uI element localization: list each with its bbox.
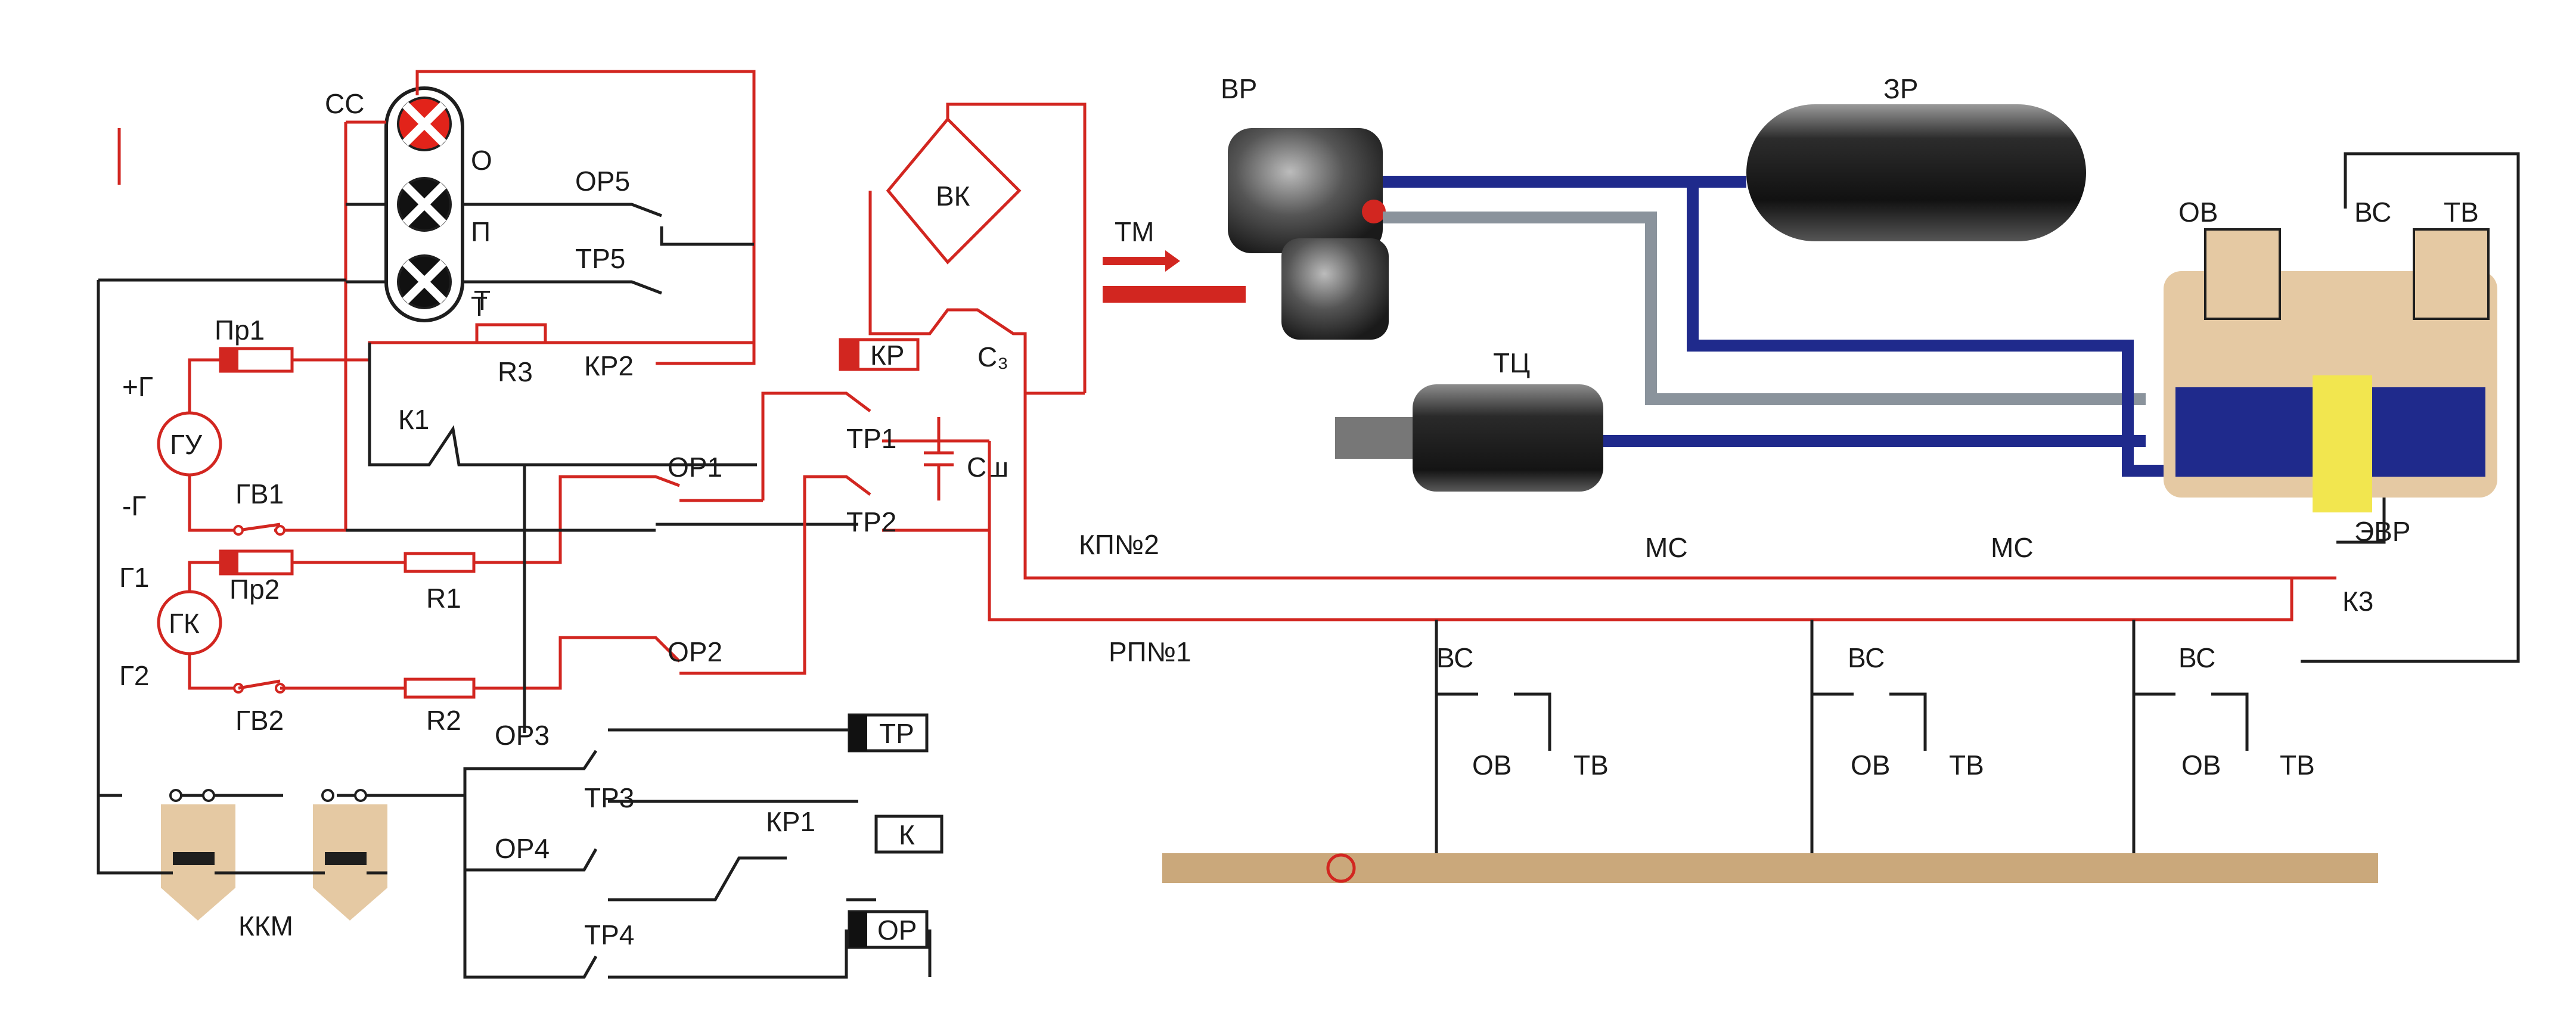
label-vs-2: ВС	[1848, 642, 1885, 673]
label-plus-g: +Г	[122, 371, 153, 402]
label-ms-2: МС	[1991, 532, 2034, 563]
resistor-r1	[404, 552, 476, 573]
lamp-label-t: Т	[471, 291, 488, 322]
label-vk: ВК	[936, 181, 970, 212]
label-k1: К1	[398, 404, 429, 435]
label-minus-g: -Г	[122, 490, 146, 521]
label-or3: ОР3	[495, 720, 550, 751]
ground-symbol-icon	[1326, 853, 1356, 883]
label-tv-2: ТВ	[1949, 750, 1984, 781]
label-ov-2: ОВ	[1851, 750, 1890, 781]
label-ms-1: МС	[1645, 532, 1688, 563]
label-tr5: ТР5	[575, 243, 625, 274]
control-section: ОР3 ТР3 ОР4 ТР4 КР1 ТР К ОР ККМ	[98, 713, 944, 979]
label-or5: ОР5	[575, 166, 630, 197]
air-distributor-vr: ВР	[1221, 73, 1389, 340]
label-pr1: Пр1	[215, 315, 265, 346]
label-tm: ТМ	[1115, 216, 1154, 247]
label-tv-3: ТВ	[2280, 750, 2315, 781]
rail	[1162, 853, 2378, 883]
label-tc: ТЦ	[1493, 347, 1530, 378]
label-tr3: ТР3	[584, 782, 634, 813]
label-or1: ОР1	[668, 452, 722, 483]
label-kr2: КР2	[584, 350, 634, 381]
car-valve-1: ВС ОВ ТВ	[1435, 620, 1609, 864]
label-or2: ОР2	[668, 636, 722, 667]
train-lines: КП№2 РП№1 МС МС К3	[988, 152, 2520, 667]
signal-lamp-o	[397, 97, 452, 151]
label-ov-3: ОВ	[2181, 750, 2221, 781]
label-rp1: РП№1	[1109, 636, 1191, 667]
signal-lamp-p	[397, 177, 452, 232]
car-valve-2: ВС ОВ ТВ	[1810, 620, 1984, 864]
label-gk: ГК	[169, 608, 200, 639]
resistor-r3	[475, 323, 547, 344]
label-relay-tr: ТР	[879, 718, 914, 749]
relay-k	[874, 815, 944, 854]
label-t: Т	[474, 285, 491, 316]
label-zr: ЗР	[1883, 73, 1918, 104]
label-evr: ЭВР	[2354, 516, 2410, 547]
label-kr: КР	[870, 340, 904, 371]
label-r1: R1	[426, 583, 461, 614]
signal-unit: СС О П Т	[325, 86, 492, 322]
signal-label: СС	[325, 88, 364, 119]
kkm-switch: ККМ	[122, 789, 387, 941]
lamp-label-o: О	[471, 145, 492, 176]
label-tr4: ТР4	[584, 919, 634, 950]
label-gv2: ГВ2	[235, 705, 284, 736]
label-vs-3: ВС	[2178, 642, 2215, 673]
label-pr2: Пр2	[229, 574, 280, 605]
brake-pipe-tm	[1103, 286, 1246, 303]
label-kp2: КП№2	[1079, 529, 1159, 560]
label-vs-top: ВС	[2354, 197, 2391, 228]
resistor-r2	[404, 677, 476, 699]
label-r2: R2	[426, 705, 461, 736]
label-r3: R3	[498, 356, 533, 387]
label-ov-top: ОВ	[2178, 197, 2218, 228]
pneumatic-section: ВР ТМ ЗР ТЦ ЭВР ОВ ВС ТВ	[1103, 73, 2497, 547]
label-g1: Г1	[119, 562, 150, 593]
label-g2: Г2	[119, 660, 150, 691]
label-tr1: ТР1	[846, 423, 896, 454]
label-tv-1: ТВ	[1573, 750, 1609, 781]
label-relay-or: ОР	[877, 915, 917, 946]
car-valve-3: ВС ОВ ТВ	[2132, 620, 2315, 864]
label-kr1: КР1	[766, 806, 815, 837]
label-gu: ГУ	[170, 429, 203, 460]
label-vr: ВР	[1221, 73, 1257, 104]
signal-wiring: ОР5 ТР5 Т	[117, 70, 756, 532]
label-kkm: ККМ	[238, 910, 293, 941]
label-c3: С₃	[977, 341, 1008, 372]
label-or4: ОР4	[495, 833, 550, 864]
evr-valve: ЭВР ОВ ВС ТВ	[2164, 197, 2497, 547]
label-csh: Сш	[967, 452, 1008, 483]
label-tr2: ТР2	[846, 506, 896, 537]
label-vs-1: ВС	[1436, 642, 1473, 673]
label-ov-1: ОВ	[1472, 750, 1512, 781]
vk-bridge: ВК КР С₃	[839, 102, 1087, 395]
label-k3: К3	[2342, 586, 2373, 617]
lamp-label-p: П	[471, 216, 491, 247]
label-relay-k: К	[899, 819, 915, 850]
brake-cylinder-tc	[1413, 384, 1603, 492]
signal-lamp-t	[397, 254, 452, 309]
label-gv1: ГВ1	[235, 478, 284, 509]
reservoir-zr	[1746, 104, 2086, 241]
power-section: Пр1 ГУ +Г -Г ГВ1 Пр2 ГК Г1 Г2 ГВ2 R1 R2 …	[97, 278, 1008, 875]
label-tv-top: ТВ	[2444, 197, 2479, 228]
